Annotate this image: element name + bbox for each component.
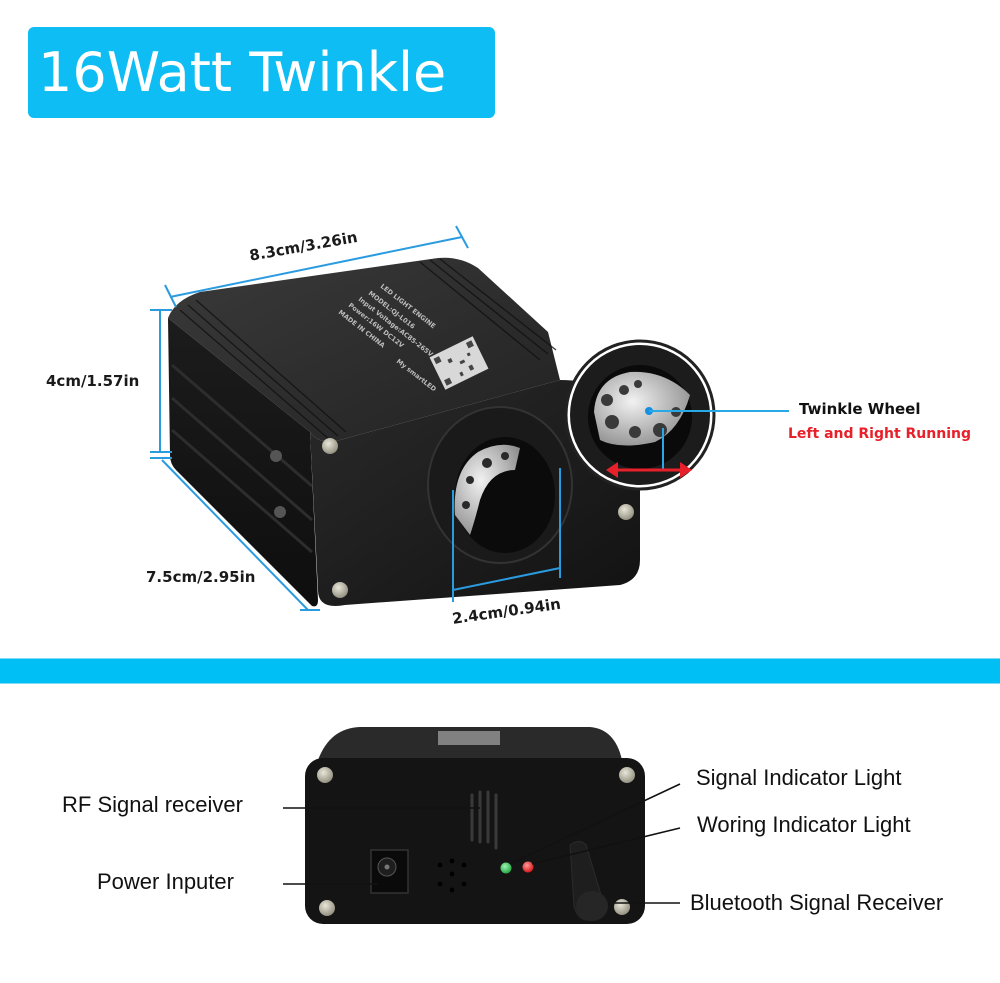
screw-icon [332,582,348,598]
device-front-face [310,380,641,606]
height-dimension-label: 4cm/1.57in [46,372,140,390]
screw-icon [322,438,338,454]
device-side-face [168,318,318,607]
product-title-badge: 16Watt Twinkle [28,27,495,118]
power-inputer-label: Power Inputer [97,869,234,894]
screw-icon [319,900,335,916]
screw-icon [618,504,634,520]
device-top-face: LED LIGHT ENGINE MODEL:QJ-L016 Input Vol… [168,257,560,442]
device-back-panel [305,727,645,924]
screw-icon [614,899,630,915]
bluetooth-receiver-label: Bluetooth Signal Receiver [690,890,944,915]
dimension-lines [150,225,561,611]
speaker-holes [437,858,467,893]
depth-dimension-label: 7.5cm/2.95in [146,568,256,586]
twinkle-wheel-title: Twinkle Wheel [799,400,921,418]
rf-receiver-vents [470,790,498,850]
screw-icon [317,767,333,783]
twinkle-wheel-subtitle: Left and Right Running [788,426,971,442]
callout-leaders [283,783,681,904]
signal-indicator-label: Signal Indicator Light [696,765,902,790]
twinkle-wheel-small [454,444,520,535]
signal-indicator-led [500,862,512,874]
rf-signal-receiver-label: RF Signal receiver [62,792,243,817]
left-right-arrow-icon [606,462,692,478]
screw-icon [619,767,635,783]
working-indicator-label: Woring Indicator Light [697,812,911,837]
section-divider [0,658,1000,684]
twinkle-wheel-inset [564,339,789,491]
working-indicator-led [522,861,534,873]
